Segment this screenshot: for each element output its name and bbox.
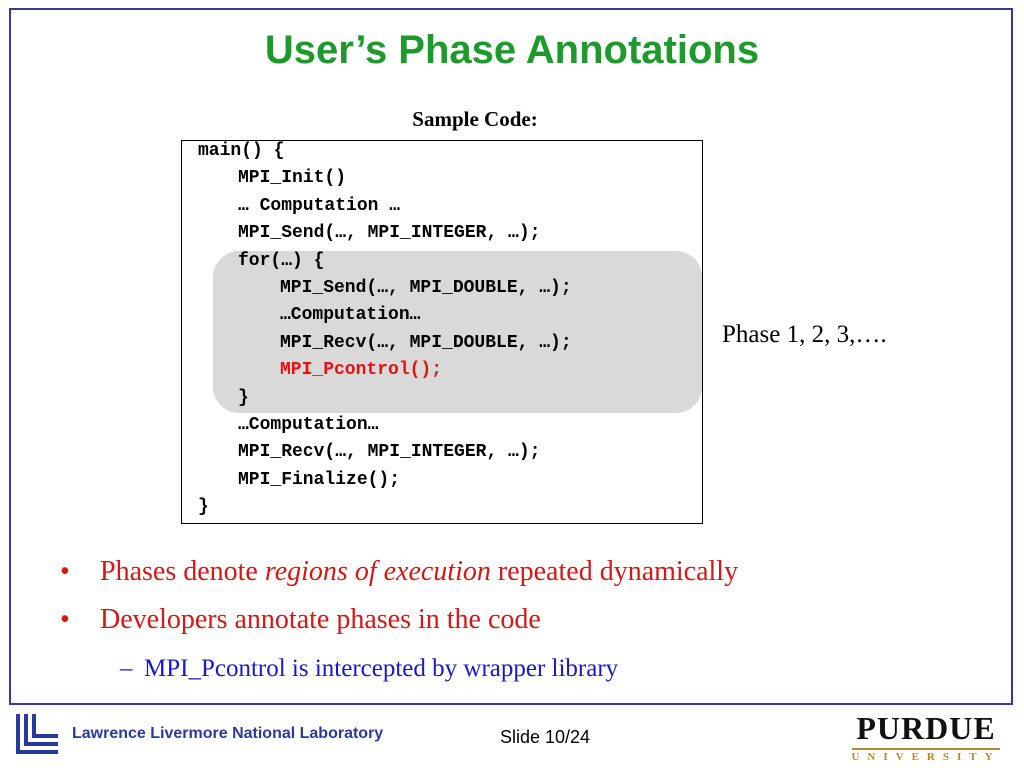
slide-frame: [9, 8, 1013, 705]
code-line: MPI_Send(…, MPI_DOUBLE, …);: [280, 277, 572, 298]
bullet-item: • Developers annotate phases in the code: [60, 604, 738, 652]
code-line: MPI_Recv(…, MPI_INTEGER, …);: [238, 442, 541, 463]
code-line: MPI_Send(…, MPI_INTEGER, …);: [238, 223, 541, 244]
code-line: }: [238, 387, 249, 408]
lab-name: Lawrence Livermore National Laboratory: [72, 725, 384, 742]
code-line: MPI_Init(): [238, 168, 347, 189]
purdue-divider: [852, 748, 1000, 750]
bullet-marker: •: [60, 556, 70, 587]
code-label: Sample Code:: [412, 107, 538, 131]
bullet-text: Developers annotate phases in the code: [100, 604, 541, 635]
purdue-name: PURDUE: [856, 710, 996, 746]
code-line: … Computation …: [238, 195, 401, 216]
sub-bullet-text: MPI_Pcontrol is intercepted by wrapper l…: [144, 655, 619, 682]
bullet-text-post: repeated dynamically: [490, 556, 739, 587]
llnl-logo-icon: [16, 714, 58, 754]
code-line: for(…) {: [238, 250, 325, 271]
bullet-list: • Phases denote regions of execution repe…: [60, 556, 738, 652]
loop-highlight: [213, 251, 702, 413]
code-line: }: [198, 497, 209, 518]
purdue-university: UNIVERSITY: [851, 751, 1001, 763]
code-block: main() { MPI_Init() … Computation … MPI_…: [198, 141, 572, 524]
purdue-logo: PURDUE UNIVERSITY: [846, 710, 1006, 764]
bullet-text-italic: regions of execution: [264, 556, 491, 587]
bullet-text-pre: Phases denote: [100, 556, 265, 587]
code-line-pcontrol: MPI_Pcontrol();: [280, 360, 443, 381]
slide-title: User’s Phase Annotations: [264, 28, 760, 72]
code-line: MPI_Finalize();: [238, 469, 401, 490]
bullet-marker: •: [60, 604, 70, 635]
code-line: …Computation…: [280, 305, 421, 326]
code-line: main() {: [198, 141, 285, 161]
sub-bullet: –MPI_Pcontrol is intercepted by wrapper …: [120, 655, 618, 683]
code-line: …Computation…: [238, 414, 379, 435]
sub-bullet-marker: –: [120, 655, 133, 682]
bullet-item: • Phases denote regions of execution repe…: [60, 556, 738, 604]
code-line: MPI_Recv(…, MPI_DOUBLE, …);: [280, 332, 572, 353]
phase-label: Phase 1, 2, 3,….: [722, 321, 887, 348]
slide-number: Slide 10/24: [499, 727, 591, 747]
